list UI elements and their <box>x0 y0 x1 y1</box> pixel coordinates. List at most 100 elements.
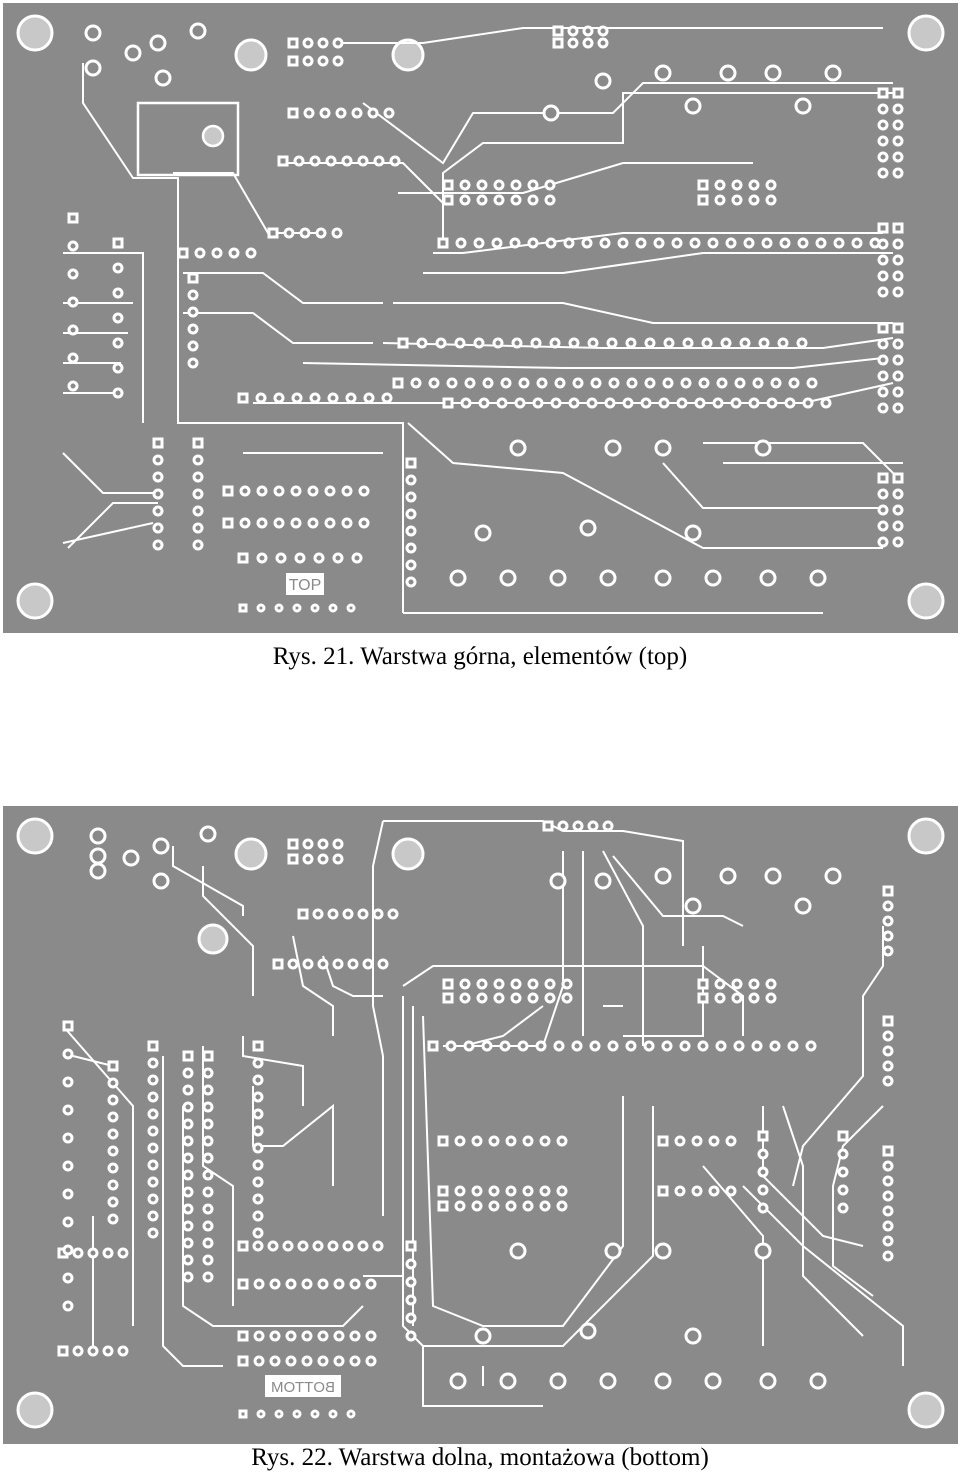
pad <box>522 1135 534 1147</box>
pad <box>199 825 217 843</box>
pad <box>89 827 107 845</box>
pad <box>837 1184 849 1196</box>
pad <box>877 488 889 500</box>
pad <box>202 1152 214 1164</box>
pad <box>202 1067 214 1079</box>
pad <box>333 1355 345 1367</box>
pad <box>84 59 102 77</box>
pad <box>684 1327 702 1345</box>
pad <box>527 237 539 249</box>
pad <box>754 439 772 457</box>
pad <box>319 107 331 119</box>
pad <box>892 472 904 484</box>
pad <box>252 1210 264 1222</box>
pad <box>491 237 503 249</box>
pad <box>527 194 539 206</box>
pad <box>644 337 656 349</box>
pad <box>714 992 726 1004</box>
pad <box>405 1294 417 1306</box>
pad <box>449 1372 467 1390</box>
pad <box>527 179 539 191</box>
pad <box>187 289 199 301</box>
pad <box>346 603 356 613</box>
pad <box>182 1237 194 1249</box>
pad <box>317 958 329 970</box>
pad <box>892 135 904 147</box>
pad <box>317 1355 329 1367</box>
figure-caption-top: Rys. 21. Warstwa górna, elementów (top) <box>272 643 688 670</box>
pad <box>563 237 575 249</box>
pad <box>604 439 622 457</box>
pad <box>568 337 580 349</box>
pad <box>587 820 599 832</box>
pad <box>514 397 526 409</box>
pad <box>517 1040 529 1052</box>
pad <box>182 1271 194 1283</box>
layer-marking: TOP <box>286 573 324 595</box>
pad <box>291 392 303 404</box>
pad <box>283 227 295 239</box>
pad <box>796 337 808 349</box>
pad <box>877 103 889 115</box>
pad <box>509 439 527 457</box>
pad <box>684 97 702 115</box>
pad <box>256 552 268 564</box>
pad <box>882 1045 894 1057</box>
pad <box>581 237 593 249</box>
pad <box>332 958 344 970</box>
pad <box>731 179 743 191</box>
pad <box>381 392 393 404</box>
pad <box>549 872 567 890</box>
pad <box>239 517 251 529</box>
pad <box>273 517 285 529</box>
pad <box>806 377 818 389</box>
pad <box>602 820 614 832</box>
pad <box>405 525 417 537</box>
pad <box>327 908 339 920</box>
pad <box>202 1254 214 1266</box>
pad <box>405 508 417 520</box>
pad <box>788 377 800 389</box>
pad <box>587 337 599 349</box>
pad <box>273 485 285 497</box>
pad <box>579 519 597 537</box>
pad <box>748 978 760 990</box>
pad <box>676 397 688 409</box>
pad <box>759 569 777 587</box>
pad <box>290 485 302 497</box>
pad <box>714 978 726 990</box>
pad <box>427 1040 439 1052</box>
pad <box>269 1355 281 1367</box>
pad <box>643 1040 655 1052</box>
pad <box>545 237 557 249</box>
pad <box>877 87 889 99</box>
pad <box>877 338 889 350</box>
pad <box>117 1247 129 1259</box>
pad <box>882 900 894 912</box>
pad <box>112 387 124 399</box>
pad <box>147 1108 159 1120</box>
pad <box>107 1179 119 1191</box>
pad <box>892 151 904 163</box>
pad <box>182 1118 194 1130</box>
pad <box>238 603 248 613</box>
pad <box>239 485 251 497</box>
pad <box>492 337 504 349</box>
pad <box>459 179 471 191</box>
pad <box>349 1355 361 1367</box>
pad <box>112 237 124 249</box>
pad <box>107 1128 119 1140</box>
pad <box>892 536 904 548</box>
pad <box>892 402 904 414</box>
pad <box>182 1101 194 1113</box>
pad <box>182 1203 194 1215</box>
pad <box>67 296 79 308</box>
pad <box>556 1185 568 1197</box>
pad <box>476 179 488 191</box>
pad <box>704 569 722 587</box>
pad <box>488 1200 500 1212</box>
figure-caption-bottom: Rys. 22. Warstwa dolna, montażowa (botto… <box>251 1444 709 1471</box>
pad <box>367 107 379 119</box>
pad <box>820 397 832 409</box>
pad <box>851 237 863 249</box>
